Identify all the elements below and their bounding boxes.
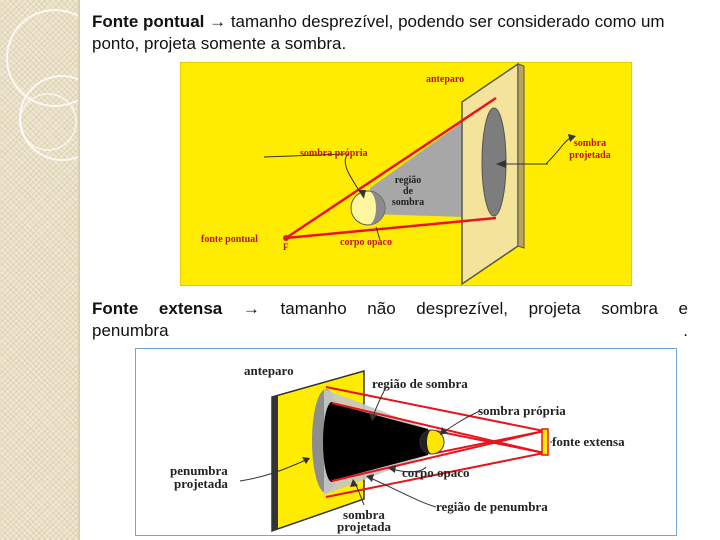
fig1-label-anteparo: anteparo (426, 74, 464, 85)
decorative-sidebar (0, 0, 78, 540)
fig2-label-sombra-propria: sombra própria (478, 403, 566, 418)
extended-source-term: Fonte extensa (92, 299, 223, 318)
fig2-label-regiao-de-sombra: região de sombra (372, 376, 468, 391)
fig1-label-corpo-opaco: corpo opaco (340, 237, 392, 248)
fig2-label-anteparo: anteparo (244, 363, 294, 378)
extended-source-diagram: anteparo região de sombra sombra própria… (135, 348, 677, 536)
fig2-label-sombra-projetada-2: projetada (337, 519, 391, 534)
fig2-label-corpo-opaco: corpo opaco (402, 465, 470, 480)
fig1-label-fonte-pontual: fonte pontual (201, 234, 258, 245)
fig1-label-regiao-3: sombra (392, 197, 424, 208)
point-source-term: Fonte pontual (92, 12, 205, 31)
fig1-label-f: F (283, 242, 289, 252)
fig2-label-penumbra-projetada-1: penumbra (170, 463, 228, 478)
fig2-label-fonte-extensa: fonte extensa (552, 434, 625, 449)
fig1-label-sombra-projetada-2: projetada (569, 150, 610, 161)
fig2-label-penumbra-projetada-2: projetada (174, 476, 228, 491)
point-source-description: → tamanho desprezível, podendo ser consi… (92, 12, 665, 53)
point-source-diagram: anteparo sombra própria região de sombra… (179, 61, 633, 287)
fig1-label-regiao-1: região (395, 175, 421, 186)
sidebar-divider (78, 0, 80, 540)
fig1-label-sombra-projetada-1: sombra (574, 138, 606, 149)
point-source-paragraph: Fonte pontual → tamanho desprezível, pod… (92, 11, 688, 55)
extended-source-paragraph: Fonte extensa → tamanho não desprezível,… (92, 298, 688, 342)
extended-source-description: → tamanho não desprezível, projeta sombr… (242, 299, 688, 318)
fig2-label-sombra-projetada-1: sombra (343, 507, 385, 522)
sidebar-circles-decoration (6, 9, 78, 161)
extended-source-description-tail: penumbra . (92, 321, 688, 340)
fig1-label-sombra-propria: sombra própria (300, 148, 368, 159)
fig2-label-regiao-de-penumbra: região de penumbra (436, 499, 548, 514)
fig1-label-regiao-2: de (403, 186, 414, 197)
